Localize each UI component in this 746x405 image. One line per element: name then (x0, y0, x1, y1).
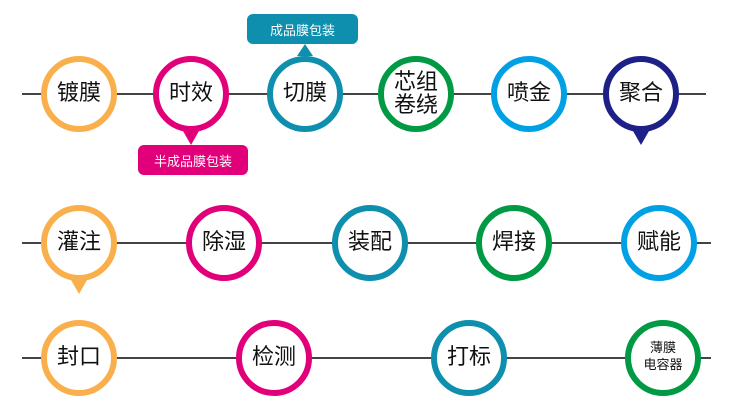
step-assembly: 装配 (332, 205, 408, 281)
step-label-line: 薄膜 (649, 341, 676, 357)
step-energizing: 赋能 (621, 205, 697, 281)
step-metal-spraying: 喷金 (491, 56, 567, 132)
step-label: 喷金 (506, 81, 551, 107)
step-label: 时效 (168, 81, 213, 107)
step-coating: 镀膜 (41, 56, 117, 132)
step-film-capacitor: 薄膜电容器 (625, 320, 701, 396)
step-film-cutting: 切膜 (267, 56, 343, 132)
callout-text: 成品膜包装 (269, 23, 335, 39)
callout-pointer (297, 44, 313, 56)
step-label: 检测 (251, 345, 296, 371)
step-label: 聚合 (618, 81, 663, 107)
step-polymerization: 聚合 (603, 56, 679, 132)
row-3-connector-line (22, 357, 711, 359)
step-label: 赋能 (636, 230, 681, 256)
step-potting: 灌注 (41, 205, 117, 281)
step-core-winding: 芯组卷绕 (378, 56, 454, 132)
step-aging: 时效 (153, 56, 229, 132)
node-pointer (633, 131, 649, 145)
step-welding: 焊接 (476, 205, 552, 281)
callout-text: 半成品膜包装 (153, 154, 232, 170)
step-label-line: 电容器 (643, 358, 683, 373)
step-label: 灌注 (56, 230, 101, 256)
step-label: 焊接 (491, 230, 536, 256)
callout-pointer (183, 131, 199, 145)
step-testing: 检测 (236, 320, 312, 396)
step-sealing: 封口 (41, 320, 117, 396)
step-label: 除湿 (201, 230, 246, 256)
node-pointer (71, 280, 87, 294)
step-label: 镀膜 (56, 81, 101, 107)
step-label: 装配 (347, 230, 392, 256)
step-label-line: 芯组 (393, 69, 438, 95)
callout-semi-finished-film-packaging: 半成品膜包装 (138, 145, 248, 175)
step-marking: 打标 (431, 320, 507, 396)
step-label: 切膜 (282, 81, 327, 107)
step-label: 打标 (446, 345, 491, 371)
step-label: 封口 (56, 345, 101, 371)
step-dehumidifying: 除湿 (186, 205, 262, 281)
row-1-connector-line (22, 93, 706, 95)
step-label-line: 卷绕 (393, 93, 438, 118)
callout-finished-film-packaging: 成品膜包装 (247, 14, 358, 44)
